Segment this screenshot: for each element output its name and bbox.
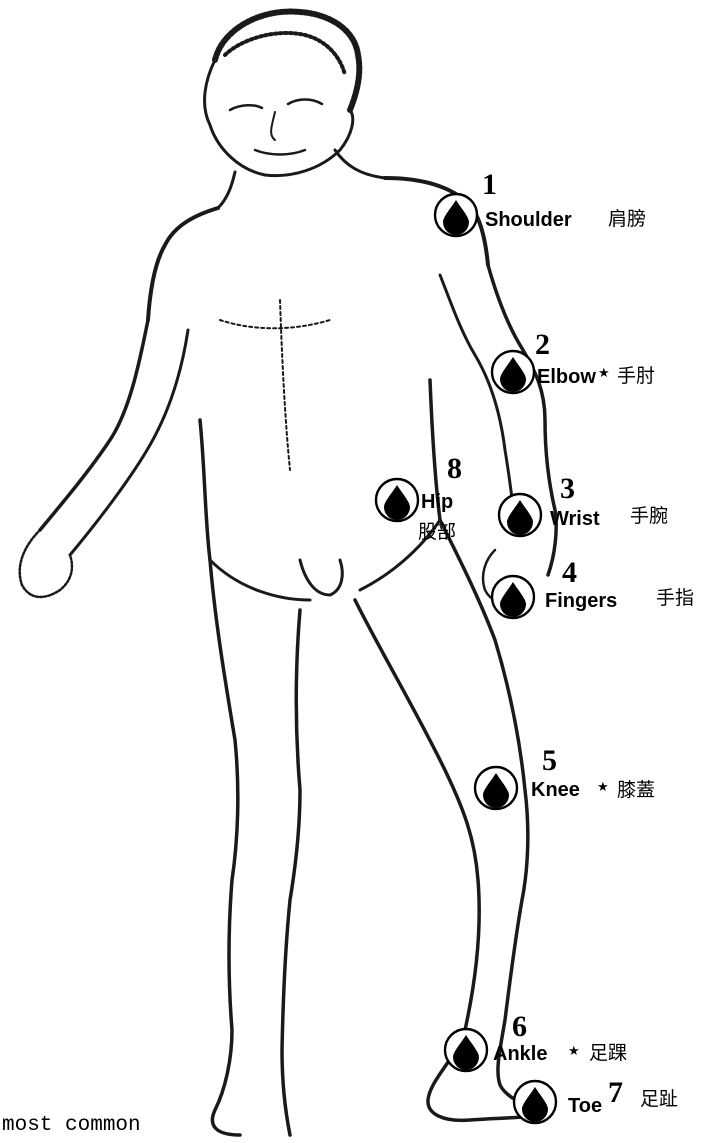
point-number-elbow: 2 bbox=[535, 328, 550, 361]
common-star-ankle: ★ bbox=[568, 1044, 580, 1059]
point-chinese-elbow: 手肘 bbox=[617, 365, 655, 387]
point-label-elbow: Elbow bbox=[537, 366, 596, 388]
point-label-fingers: Fingers bbox=[545, 590, 617, 612]
point-chinese-fingers: 手指 bbox=[656, 587, 694, 609]
point-label-shoulder: Shoulder bbox=[485, 209, 572, 231]
point-label-toe: Toe bbox=[568, 1095, 602, 1117]
point-number-fingers: 4 bbox=[562, 556, 577, 589]
point-label-wrist: Wrist bbox=[550, 508, 600, 530]
point-chinese-ankle: 足踝 bbox=[589, 1042, 627, 1064]
blood-drop-icon-elbow bbox=[492, 351, 534, 393]
point-number-shoulder: 1 bbox=[482, 168, 497, 201]
point-number-wrist: 3 bbox=[560, 472, 575, 505]
point-chinese-hip: 股部 bbox=[418, 521, 456, 543]
footer-note: most common bbox=[2, 1114, 141, 1137]
blood-drop-icon-fingers bbox=[492, 576, 534, 618]
point-number-knee: 5 bbox=[542, 744, 557, 777]
point-number-ankle: 6 bbox=[512, 1010, 527, 1043]
common-star-elbow: ★ bbox=[598, 366, 610, 381]
blood-drop-icon-hip bbox=[376, 479, 418, 521]
blood-drop-icon-ankle bbox=[445, 1029, 487, 1071]
common-star-knee: ★ bbox=[597, 780, 609, 795]
blood-drop-icon-wrist bbox=[499, 494, 541, 536]
point-chinese-toe: 足趾 bbox=[640, 1088, 678, 1110]
point-label-knee: Knee bbox=[531, 779, 580, 801]
point-chinese-wrist: 手腕 bbox=[630, 505, 668, 527]
point-label-ankle: Ankle bbox=[493, 1043, 547, 1065]
point-number-hip: 8 bbox=[447, 452, 462, 485]
point-number-toe: 7 bbox=[608, 1076, 623, 1109]
human-figure-sketch bbox=[20, 12, 556, 1135]
blood-drop-icon-knee bbox=[475, 767, 517, 809]
point-label-hip: Hip bbox=[421, 491, 453, 513]
point-chinese-knee: 膝蓋 bbox=[617, 779, 655, 801]
blood-drop-icon-shoulder bbox=[435, 194, 477, 236]
point-chinese-shoulder: 肩膀 bbox=[608, 208, 646, 230]
blood-drop-icon-toe bbox=[514, 1081, 556, 1123]
marker-layer bbox=[376, 194, 556, 1123]
